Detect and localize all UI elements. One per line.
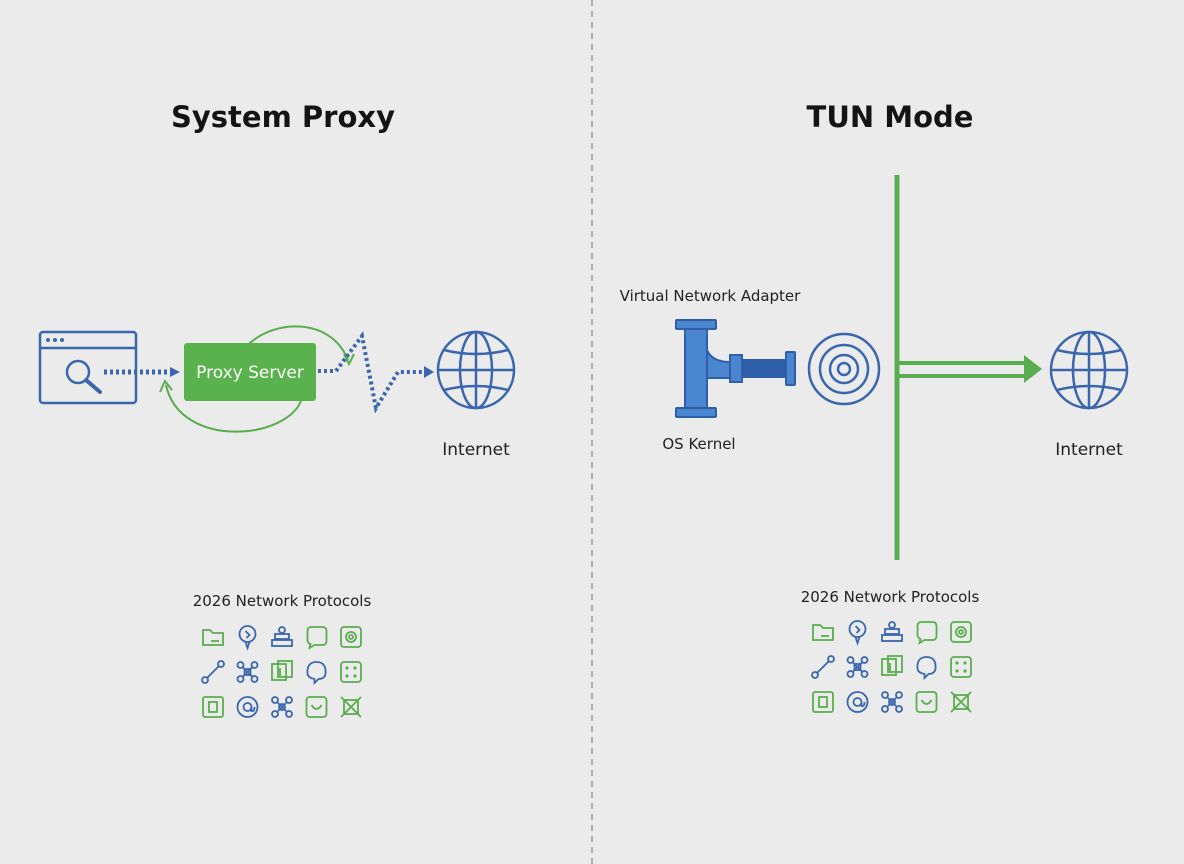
browser-dots xyxy=(46,338,64,342)
proxy-server-label: Proxy Server xyxy=(196,363,304,383)
at-circle-icon xyxy=(846,691,869,713)
browser-window-icon xyxy=(38,330,138,405)
proxy-loop-bottom-arrowhead xyxy=(159,379,173,393)
internet-label-left: Internet xyxy=(442,440,510,460)
dice-icon xyxy=(340,661,362,683)
user-stack-icon xyxy=(271,626,293,647)
document-icon xyxy=(812,691,834,713)
at-circle-icon xyxy=(236,696,259,718)
grid-cross-icon xyxy=(950,691,972,713)
link-node-icon xyxy=(201,660,225,684)
adapter-label: Virtual Network Adapter xyxy=(620,287,802,305)
chat-bubble-icon xyxy=(306,626,328,650)
right-panel-title: TUN Mode xyxy=(807,100,974,134)
pin-icon xyxy=(238,625,257,651)
proxy-loop-bottom-arrow xyxy=(165,384,303,433)
protocols-label-left: 2026 Network Protocols xyxy=(193,592,372,610)
document-icon xyxy=(202,696,224,718)
target-rings-icon xyxy=(807,332,881,406)
target-square-icon xyxy=(340,626,362,648)
pipe-adapter-icon xyxy=(675,319,796,418)
speech-icon xyxy=(916,656,937,681)
folder-icon xyxy=(202,629,224,646)
layers-icon xyxy=(271,660,293,681)
target-square-icon xyxy=(950,621,972,643)
link-node-icon xyxy=(811,655,835,679)
grid-cross-icon xyxy=(340,696,362,718)
shield-cup-icon xyxy=(305,696,328,718)
layers-icon xyxy=(881,655,903,676)
internet-label-right: Internet xyxy=(1055,440,1123,460)
proxy-loop-top-arrowhead xyxy=(343,353,355,367)
proxy-zigzag-path xyxy=(318,331,424,414)
pin-icon xyxy=(848,620,867,646)
protocol-icons-right xyxy=(811,620,972,713)
zigzag-arrowhead xyxy=(424,366,434,378)
left-panel-title: System Proxy xyxy=(171,100,395,134)
protocol-icons-left xyxy=(201,625,362,718)
chat-bubble-icon xyxy=(916,621,938,645)
proxy-loop-top-arrow xyxy=(245,325,349,361)
speech-icon xyxy=(306,661,327,686)
cluster-icon xyxy=(881,691,903,713)
folder-icon xyxy=(812,624,834,641)
cluster-icon xyxy=(271,696,293,718)
kernel-label: OS Kernel xyxy=(662,435,735,453)
network-nodes-icon xyxy=(846,656,869,678)
dice-icon xyxy=(950,656,972,678)
protocols-label-right: 2026 Network Protocols xyxy=(801,588,980,606)
globe-icon-right xyxy=(1049,330,1129,410)
proxy-server-box xyxy=(184,343,316,401)
user-stack-icon xyxy=(881,621,903,642)
globe-icon-left xyxy=(436,330,516,410)
tun-arrowhead xyxy=(1024,355,1042,383)
shield-cup-icon xyxy=(915,691,938,713)
network-nodes-icon xyxy=(236,661,259,683)
